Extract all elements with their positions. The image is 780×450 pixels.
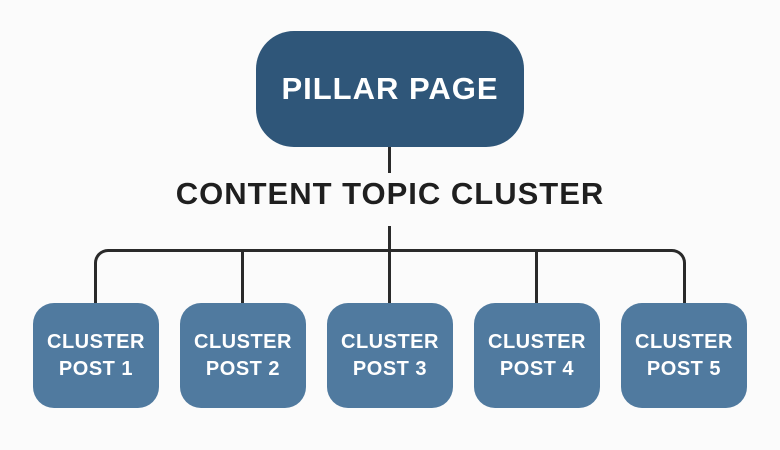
cluster-post-2-label-line2: POST 2 — [205, 357, 281, 380]
branch-drop-line-4 — [535, 250, 538, 304]
connector-title-to-branch — [388, 226, 391, 252]
cluster-post-1-label-line1: CLUSTER — [47, 330, 145, 353]
cluster-post-node-5: CLUSTER POST 5 — [621, 303, 747, 408]
pillar-page-node: PILLAR PAGE — [256, 31, 524, 147]
cluster-post-5-label-line2: POST 5 — [646, 357, 722, 380]
cluster-post-4-label-line2: POST 4 — [499, 357, 575, 380]
cluster-post-3-label-line1: CLUSTER — [341, 330, 439, 353]
diagram-title: CONTENT TOPIC CLUSTER — [175, 176, 605, 211]
branch-drop-line-3 — [388, 250, 391, 304]
branch-drop-line-2 — [241, 250, 244, 304]
cluster-post-node-4: CLUSTER POST 4 — [474, 303, 600, 408]
cluster-post-node-3: CLUSTER POST 3 — [327, 303, 453, 408]
cluster-post-4-label-line1: CLUSTER — [488, 330, 586, 353]
connector-pillar-to-title — [388, 147, 391, 173]
cluster-post-5-label-line1: CLUSTER — [635, 330, 733, 353]
cluster-post-3-label-line2: POST 3 — [352, 357, 428, 380]
cluster-post-1-label-line2: POST 1 — [58, 357, 134, 380]
cluster-post-node-2: CLUSTER POST 2 — [180, 303, 306, 408]
cluster-post-node-1: CLUSTER POST 1 — [33, 303, 159, 408]
cluster-post-2-label-line1: CLUSTER — [194, 330, 292, 353]
pillar-page-label: PILLAR PAGE — [281, 71, 499, 106]
